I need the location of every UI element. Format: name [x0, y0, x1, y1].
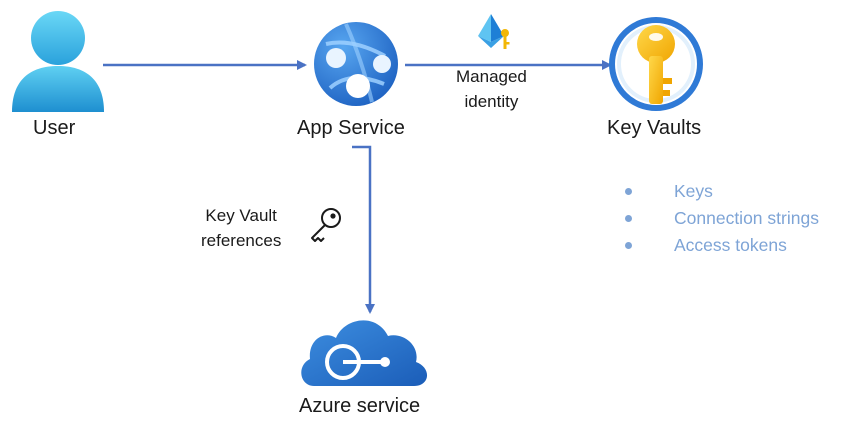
cloud-icon — [301, 320, 428, 386]
managed-identity-line1: Managed — [456, 67, 527, 86]
managed-identity-icon — [478, 14, 510, 49]
app-service-label: App Service — [297, 117, 405, 139]
secret-item-keys: Keys — [622, 178, 819, 205]
arrow-app-to-azure — [352, 145, 375, 314]
secrets-list: Keys Connection strings Access tokens — [622, 178, 819, 259]
key-vault-references-line2: references — [201, 231, 282, 250]
key-icon — [311, 208, 341, 242]
key-vault-references-label: Key Vault references — [201, 203, 281, 253]
user-icon — [12, 11, 104, 112]
managed-identity-label: Managed identity — [456, 64, 527, 114]
key-vaults-label: Key Vaults — [607, 117, 702, 139]
secret-item-access-tokens: Access tokens — [622, 232, 819, 259]
azure-service-label: Azure service — [299, 395, 421, 417]
key-vault-references-line1: Key Vault — [205, 206, 277, 225]
secret-item-connection-strings: Connection strings — [622, 205, 819, 232]
app-service-icon — [314, 22, 398, 106]
user-label: User — [33, 117, 76, 139]
managed-identity-line2: identity — [464, 92, 519, 111]
key-vault-icon — [609, 17, 703, 111]
